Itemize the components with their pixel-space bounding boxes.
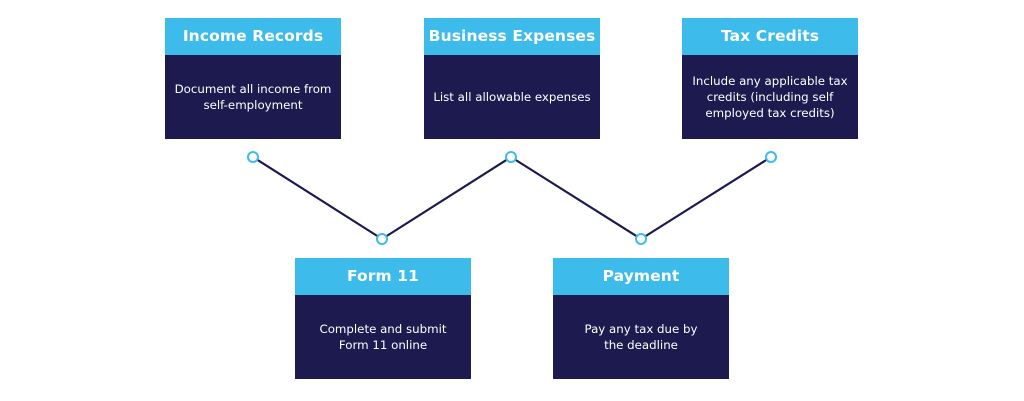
- step-card-tax-credits: Tax Credits Include any applicable tax c…: [682, 18, 858, 139]
- connector-line: [252, 155, 772, 241]
- step-card-payment: Payment Pay any tax due by the deadline: [553, 258, 729, 379]
- step-title: Payment: [553, 258, 729, 295]
- step-card-income-records: Income Records Document all income from …: [165, 18, 341, 139]
- step-description: List all allowable expenses: [433, 90, 591, 104]
- step-card-business-expenses: Business Expenses List all allowable exp…: [424, 18, 600, 139]
- node-income-records: [247, 151, 259, 163]
- node-payment: [635, 233, 647, 245]
- node-tax-credits: [765, 151, 777, 163]
- step-description: Include any applicable tax credits (incl…: [692, 74, 848, 120]
- step-description: Document all income from self-employment: [174, 82, 332, 112]
- step-card-form-11: Form 11 Complete and submit Form 11 onli…: [295, 258, 471, 379]
- step-title: Form 11: [295, 258, 471, 295]
- node-business-expenses: [505, 151, 517, 163]
- step-description: Complete and submit Form 11 online: [319, 322, 447, 352]
- step-title: Income Records: [165, 18, 341, 55]
- step-title: Business Expenses: [424, 18, 600, 55]
- step-title: Tax Credits: [682, 18, 858, 55]
- step-description: Pay any tax due by the deadline: [584, 322, 698, 352]
- node-form-11: [376, 233, 388, 245]
